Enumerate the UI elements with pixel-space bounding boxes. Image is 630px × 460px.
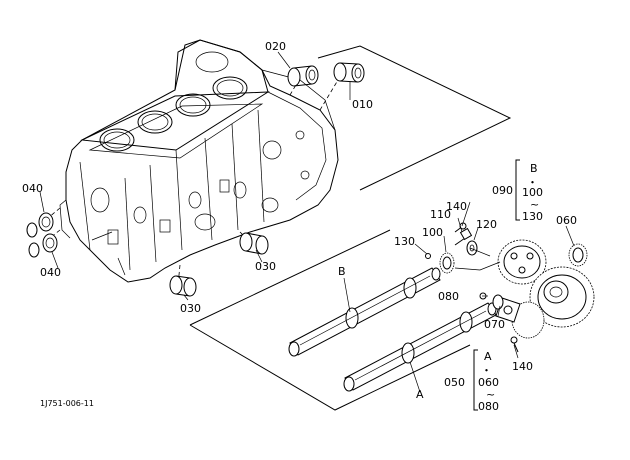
gear-100[interactable] [439, 252, 455, 274]
bolt-140-lower[interactable] [510, 336, 519, 353]
callout-030-lower: 030 [180, 302, 201, 315]
callout-010: 010 [352, 98, 373, 111]
range-b-tilde: ~ [530, 198, 539, 211]
callout-040-upper: 040 [22, 182, 43, 195]
callout-070: 070 [484, 318, 505, 331]
gear-link-b [454, 261, 501, 271]
bolt-110[interactable] [454, 227, 473, 246]
callout-090: 090 [492, 184, 513, 197]
leader-lines [39, 51, 575, 393]
balancer-gear-b[interactable] [497, 239, 547, 285]
range-b-from: 100 [522, 186, 543, 199]
shaft-label-a: A [416, 388, 424, 401]
range-a-from: 060 [478, 376, 499, 389]
pin-130[interactable] [425, 253, 431, 259]
bush-030-center[interactable] [239, 232, 269, 255]
range-a-letter: A [484, 350, 492, 363]
range-a-tilde: ~ [486, 388, 495, 401]
callout-030-center: 030 [255, 260, 276, 273]
range-a-to: 080 [478, 400, 499, 413]
bush-040-lower[interactable] [28, 233, 58, 258]
balancer-shaft-a[interactable] [343, 302, 497, 392]
range-b-dot: ・ [527, 176, 538, 189]
callout-040-lower: 040 [40, 266, 61, 279]
frame-outline [189, 229, 471, 411]
callout-100: 100 [422, 226, 443, 239]
gear-060[interactable] [568, 243, 588, 267]
callout-140-lower: 140 [512, 360, 533, 373]
shaft-label-b: B [338, 265, 346, 278]
callout-050: 050 [444, 376, 465, 389]
range-a-dot: ・ [481, 364, 492, 377]
callout-060: 060 [556, 214, 577, 227]
range-b-letter: B [530, 162, 538, 175]
drawing-code: 1J751-006-11 [40, 399, 94, 408]
bush-040-upper[interactable] [26, 212, 54, 238]
callout-110: 110 [430, 208, 451, 221]
frame-line [317, 45, 512, 191]
gear-link-washer [469, 247, 491, 257]
range-bracket-a [473, 349, 478, 411]
callout-020: 020 [265, 40, 286, 53]
callout-140-upper: 140 [446, 200, 467, 213]
cylinder-block [59, 39, 339, 283]
balancer-shaft-b[interactable] [288, 267, 441, 357]
bush-030-lower[interactable] [169, 275, 197, 297]
washer-120[interactable] [466, 240, 478, 256]
bush-020[interactable] [287, 65, 319, 87]
range-bracket-b [515, 159, 520, 221]
range-b-to: 130 [522, 210, 543, 223]
callout-080: 080 [438, 290, 459, 303]
callout-120: 120 [476, 218, 497, 231]
bush-010[interactable] [333, 62, 365, 83]
callout-130: 130 [394, 235, 415, 248]
balancer-gear-a[interactable] [529, 266, 595, 328]
